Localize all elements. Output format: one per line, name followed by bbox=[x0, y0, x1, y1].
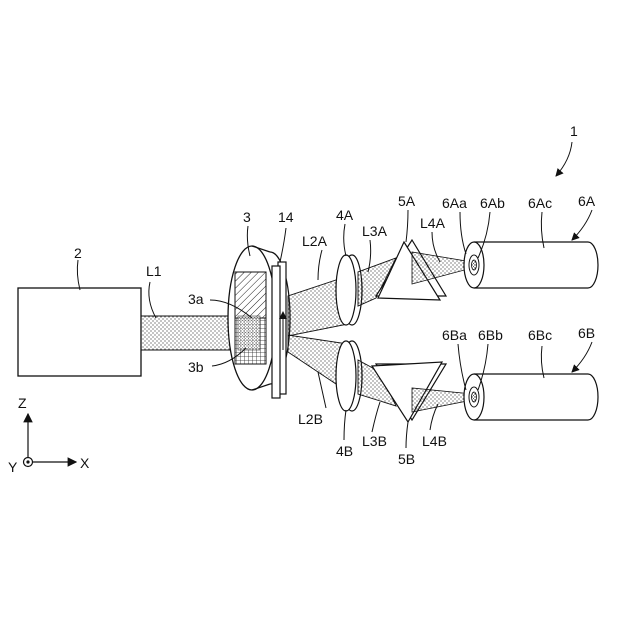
fiber-6a-core bbox=[472, 260, 477, 270]
label-beam-l2a: L2A bbox=[302, 233, 328, 249]
label-lens-4b: 4B bbox=[336, 443, 353, 459]
label-region-b: 3b bbox=[188, 359, 204, 375]
fiber-6b-arrow bbox=[572, 342, 592, 372]
label-axis-x: X bbox=[80, 455, 90, 471]
system-arrow bbox=[556, 142, 572, 176]
label-wheel: 3 bbox=[243, 209, 251, 225]
light-source-box bbox=[18, 288, 141, 376]
label-prism-5a: 5A bbox=[398, 193, 416, 209]
plate-14-front bbox=[272, 266, 280, 398]
label-beam-l3b: L3B bbox=[362, 433, 387, 449]
label-beam-l2b: L2B bbox=[298, 411, 323, 427]
label-beam-l1: L1 bbox=[146, 263, 162, 279]
label-axis-y: Y bbox=[8, 459, 18, 475]
label-fiber-6a-body: 6Ac bbox=[528, 195, 552, 211]
fiber-6b-core bbox=[472, 392, 477, 402]
label-prism-5b: 5B bbox=[398, 451, 415, 467]
label-beam-l3a: L3A bbox=[362, 223, 388, 239]
lens-4a bbox=[336, 255, 356, 325]
label-beam-l4a: L4A bbox=[420, 215, 446, 231]
beam-l1 bbox=[141, 316, 241, 350]
label-beam-l4b: L4B bbox=[422, 433, 447, 449]
beam-l4b bbox=[412, 388, 472, 412]
label-fiber-6a-core: 6Ab bbox=[480, 195, 505, 211]
label-lens-4a: 4A bbox=[336, 207, 354, 223]
label-fiber-6b-core: 6Bb bbox=[478, 327, 503, 343]
beam-l4a bbox=[412, 252, 472, 284]
label-system: 1 bbox=[570, 123, 578, 139]
label-fiber-6b: 6B bbox=[578, 325, 595, 341]
label-fiber-6a-end: 6Aa bbox=[442, 195, 467, 211]
label-fiber-6a: 6A bbox=[578, 193, 596, 209]
label-fiber-6b-body: 6Bc bbox=[528, 327, 552, 343]
beam-spot bbox=[238, 316, 260, 350]
region-3a bbox=[235, 272, 266, 318]
lens-4b bbox=[336, 341, 356, 411]
y-axis-dot bbox=[26, 460, 29, 463]
fiber-6a-arrow bbox=[572, 210, 592, 240]
label-plate: 14 bbox=[278, 209, 294, 225]
label-fiber-6b-end: 6Ba bbox=[442, 327, 467, 343]
label-axis-z: Z bbox=[18, 395, 27, 411]
label-region-a: 3a bbox=[188, 291, 204, 307]
label-light-source: 2 bbox=[74, 245, 82, 261]
fiber-6b-body bbox=[474, 374, 598, 420]
fiber-6a-body bbox=[474, 242, 598, 288]
